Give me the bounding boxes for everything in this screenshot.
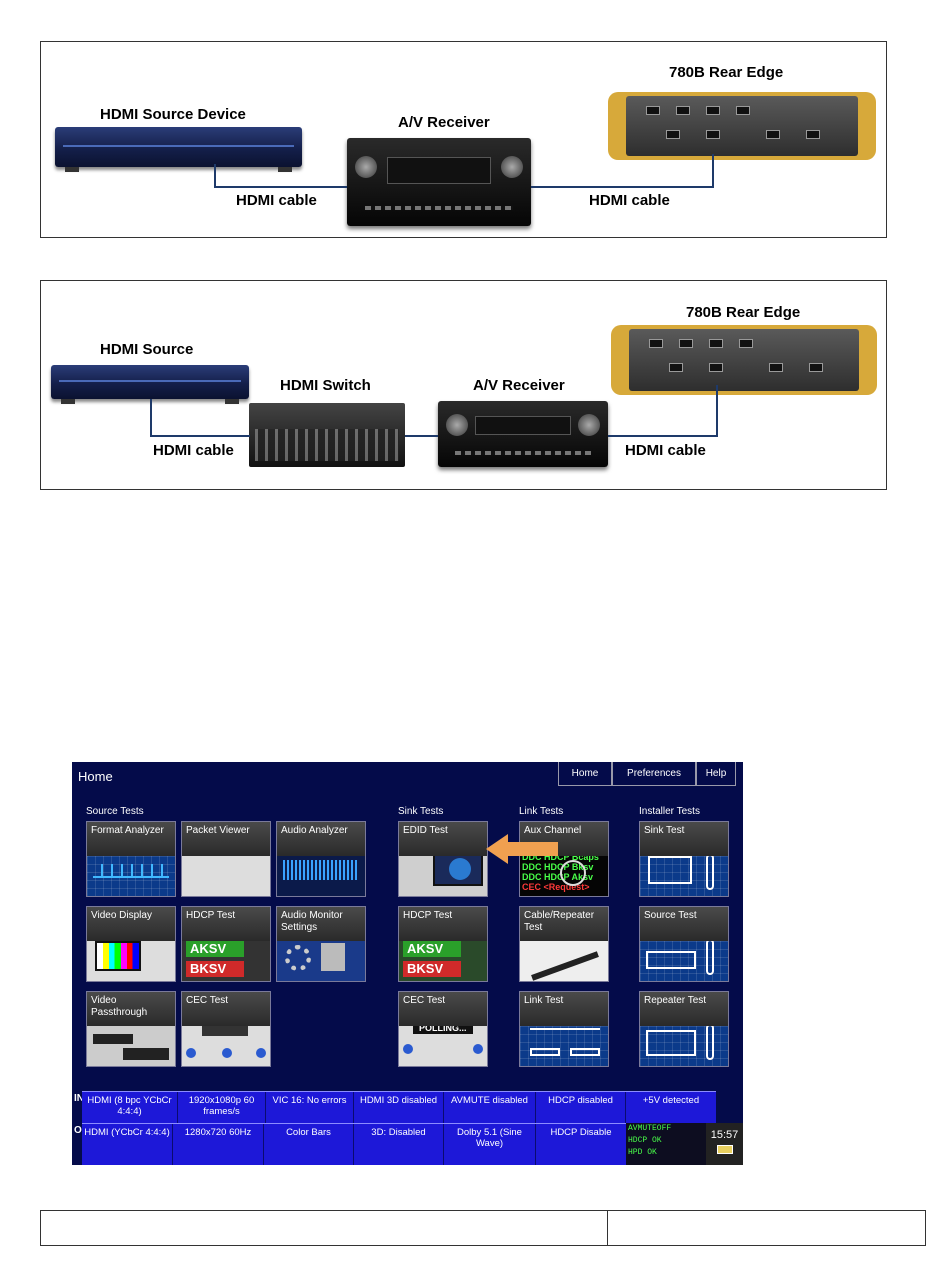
connection-diagram-switch: HDMI Source HDMI Switch A/V Receiver 780… — [40, 280, 887, 490]
tile-aux-channel[interactable]: DDC HDCP Bcaps DDC HDCP Bksv DDC HDCP Ak… — [519, 821, 609, 897]
connection-diagram-receiver: HDMI Source Device A/V Receiver 780B Rea… — [40, 41, 887, 238]
cec-devices-icon — [182, 1018, 270, 1066]
source-wrench-icon — [640, 933, 728, 981]
in-status-5v: +5V detected — [642, 1095, 700, 1106]
tile-format-analyzer[interactable]: Format Analyzer — [86, 821, 176, 897]
audio-wave-icon — [277, 848, 365, 896]
waveform-icon — [87, 848, 175, 896]
page-title: Home — [78, 769, 113, 784]
bluray-player-image — [51, 365, 249, 404]
bluray-player-image — [55, 127, 302, 172]
home-button[interactable]: Home — [558, 762, 612, 786]
out-status-timing[interactable]: 1280x720 60Hz — [173, 1124, 264, 1165]
hdmi-cable-label: HDMI cable — [153, 442, 234, 459]
cable-line — [531, 186, 714, 188]
speaker-gear-icon — [277, 933, 365, 981]
avmute-flag: AVMUTEOFF — [628, 1124, 672, 1133]
arrow-left-icon — [486, 834, 558, 864]
input-indicator: IN — [74, 1093, 84, 1104]
display-wrench-icon — [640, 848, 728, 896]
cable-line — [716, 385, 718, 437]
tile-source-test[interactable]: Source Test — [639, 906, 729, 982]
analyzer-rear-image — [611, 325, 877, 395]
tile-audio-analyzer[interactable]: Audio Analyzer — [276, 821, 366, 897]
hdmi-source-label: HDMI Source — [100, 341, 194, 358]
input-status-bar: HDMI (8 bpc YCbCr 4:4:4) 1920x1080p 60 f… — [82, 1091, 716, 1124]
hdmi-cable-icon — [520, 933, 608, 981]
out-status-pattern[interactable]: Color Bars — [264, 1124, 354, 1165]
help-button[interactable]: Help — [696, 762, 736, 786]
av-receiver-label: A/V Receiver — [473, 377, 565, 394]
battery-icon — [716, 1145, 733, 1154]
cable-line — [405, 435, 438, 437]
cable-line — [214, 164, 216, 188]
tile-audio-monitor-settings[interactable]: Audio Monitor Settings — [276, 906, 366, 982]
footer-table — [40, 1210, 926, 1246]
cable-line — [150, 399, 152, 437]
cable-line — [712, 154, 714, 188]
source-tests-heading: Source Tests — [86, 806, 144, 817]
tile-edid-test[interactable]: EDID Test — [398, 821, 488, 897]
tile-hdcp-test-sink[interactable]: AKSV BKSV HDCP Test — [398, 906, 488, 982]
out-status-3d[interactable]: 3D: Disabled — [354, 1124, 444, 1165]
tile-cec-test-sink[interactable]: POLLING... CEC Test — [398, 991, 488, 1067]
hpd-flag: HPD OK — [628, 1148, 657, 1157]
tile-cec-test-source[interactable]: CEC Test — [181, 991, 271, 1067]
link-flags-panel: AVMUTEOFF HDCP OK HPD OK — [626, 1123, 706, 1165]
hdmi-cable-label: HDMI cable — [625, 442, 706, 459]
hdmi-source-device-label: HDMI Source Device — [100, 106, 246, 123]
cable-line — [608, 435, 718, 437]
sink-tests-heading: Sink Tests — [398, 806, 444, 817]
in-status-format: HDMI (8 bpc YCbCr 4:4:4) — [82, 1092, 178, 1124]
hdcp-keys-icon: AKSV BKSV — [399, 933, 487, 981]
output-indicator: OUT — [74, 1126, 95, 1136]
passthrough-devices-icon — [87, 1018, 175, 1066]
tile-hdcp-test-source[interactable]: AKSV BKSV HDCP Test — [181, 906, 271, 982]
installer-tests-heading: Installer Tests — [639, 806, 700, 817]
repeater-wrench-icon — [640, 1018, 728, 1066]
link-diagram-icon — [520, 1018, 608, 1066]
in-status-resolution: 1920x1080p 60 frames/s — [178, 1092, 266, 1124]
hdmi-cable-label: HDMI cable — [236, 192, 317, 209]
hdmi-switch-label: HDMI Switch — [280, 377, 371, 394]
hdmi-cable-label: HDMI cable — [589, 192, 670, 209]
clock: 15:57 — [706, 1123, 743, 1165]
hdcp-keys-icon: AKSV BKSV — [182, 933, 270, 981]
av-receiver-image — [438, 401, 608, 467]
tile-video-display[interactable]: Video Display — [86, 906, 176, 982]
link-tests-heading: Link Tests — [519, 806, 564, 817]
packet-document-icon — [182, 848, 270, 896]
tile-sink-test[interactable]: Sink Test — [639, 821, 729, 897]
color-bars-icon — [87, 933, 175, 981]
tile-link-test[interactable]: Link Test — [519, 991, 609, 1067]
out-status-format[interactable]: HDMI (YCbCr 4:4:4) — [82, 1124, 173, 1165]
cable-line — [150, 435, 250, 437]
preferences-button[interactable]: Preferences — [612, 762, 696, 786]
tile-repeater-test[interactable]: Repeater Test — [639, 991, 729, 1067]
tile-video-passthrough[interactable]: Video Passthrough — [86, 991, 176, 1067]
av-receiver-image — [347, 138, 531, 226]
tile-cable-repeater-test[interactable]: Cable/Repeater Test — [519, 906, 609, 982]
cable-line — [214, 186, 347, 188]
out-status-audio[interactable]: Dolby 5.1 (Sine Wave) — [444, 1124, 536, 1165]
out-status-hdcp[interactable]: HDCP Disable — [550, 1127, 612, 1138]
in-status-vic: VIC 16: No errors — [266, 1092, 354, 1124]
hdmi-switch-image — [249, 403, 405, 467]
analyzer-rear-edge-label: 780B Rear Edge — [669, 64, 784, 81]
hdcp-flag: HDCP OK — [628, 1136, 662, 1145]
tile-packet-viewer[interactable]: Packet Viewer — [181, 821, 271, 897]
cec-polling-icon: POLLING... — [399, 1018, 487, 1066]
av-receiver-label: A/V Receiver — [398, 114, 490, 131]
in-status-3d: HDMI 3D disabled — [354, 1092, 444, 1124]
analyzer-rear-edge-label: 780B Rear Edge — [686, 304, 801, 321]
in-status-avmute: AVMUTE disabled — [444, 1092, 536, 1124]
aux-channel-icon: DDC HDCP Bcaps DDC HDCP Bksv DDC HDCP Ak… — [520, 848, 608, 896]
analyzer-home-screen: Home Home Preferences Help Source Tests … — [72, 762, 743, 1165]
in-status-hdcp: HDCP disabled — [536, 1092, 626, 1124]
analyzer-rear-image — [608, 92, 876, 160]
output-status-bar: HDMI (YCbCr 4:4:4) 1280x720 60Hz Color B… — [82, 1123, 626, 1165]
